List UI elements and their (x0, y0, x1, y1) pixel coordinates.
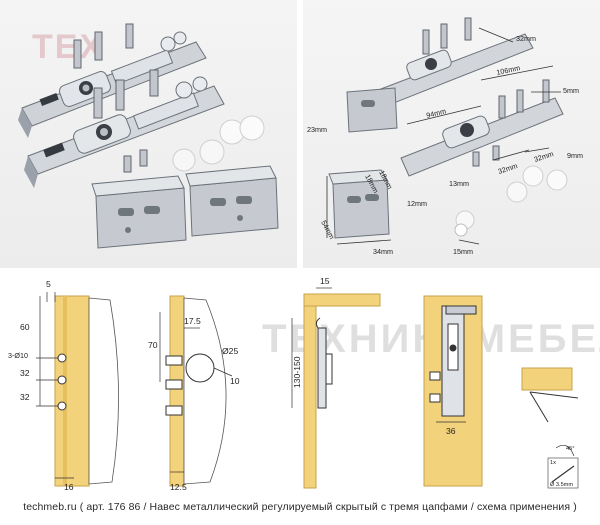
dim-32mm-a: 32mm (497, 161, 519, 176)
dim-12-5: 12.5 (170, 482, 187, 492)
dim-34mm: 34mm (373, 247, 393, 256)
dim-16: 16 (64, 482, 74, 492)
dim-36: 36 (446, 426, 456, 436)
dim-32-b: 32 (20, 392, 30, 402)
dim-32-a: 32 (20, 368, 30, 378)
dim-70: 70 (148, 340, 158, 350)
dim-94mm: 94mm (425, 106, 447, 120)
hanger-front (24, 69, 225, 188)
dim-32mm-top: 32mm (516, 34, 536, 43)
mounting-brackets (91, 165, 279, 249)
dim-10: 10 (230, 376, 240, 386)
technical-drawings-svg: 5 60 3-Ø10 32 32 16 70 17.5 Ø25 10 (8, 276, 600, 492)
dim-23mm: 23mm (307, 125, 327, 134)
technical-drawings: 5 60 3-Ø10 32 32 16 70 17.5 Ø25 10 (0, 272, 600, 494)
plastic-caps (172, 115, 265, 172)
dim-60: 60 (20, 322, 30, 332)
drawing-side-section: 15 130-150 (291, 276, 381, 489)
dim-32mm-b: 32mm (533, 149, 555, 164)
screw-size: Ø 3.5mm (550, 482, 573, 488)
drawing-bracket-mount: 70 17.5 Ø25 10 12.5 (148, 295, 240, 492)
drawing-detail-angle: 45° 1x Ø 3.5mm (521, 367, 579, 489)
product-photo-left: TЕХ (0, 0, 297, 268)
dim-d25: Ø25 (222, 346, 238, 356)
dim-15mm: 15mm (453, 247, 473, 256)
dim-130-150: 130-150 (292, 356, 302, 388)
dim-15: 15 (320, 276, 330, 286)
screw-count: 1x (550, 460, 556, 466)
hanger-photo-illustration: TЕХ (18, 23, 279, 249)
dim-9mm: 9mm (567, 151, 583, 160)
hanger-dimensions-illustration: 32mm 5mm 106mm 94mm 23mm 18mm 18mm 13mm … (307, 17, 583, 256)
dim-5: 5 (46, 279, 51, 289)
hanger-back (18, 23, 207, 138)
drawing-hanger-installed: 36 (423, 295, 483, 487)
dim-45-degree: 45° (566, 446, 574, 452)
dim-17-5: 17.5 (184, 316, 201, 326)
dim-12mm: 12mm (407, 199, 427, 208)
dim-holes-3xd10: 3-Ø10 (8, 351, 28, 360)
product-photo-dimensions: 32mm 5mm 106mm 94mm 23mm 18mm 18mm 13mm … (303, 0, 600, 268)
product-caption: techmeb.ru ( арт. 176 86 / Навес металли… (23, 501, 577, 513)
dim-13mm: 13mm (449, 179, 469, 188)
watermark-text: TЕХ (32, 28, 104, 66)
dim-5mm: 5mm (563, 86, 579, 95)
drawing-panel-holes: 5 60 3-Ø10 32 32 16 (8, 279, 119, 492)
